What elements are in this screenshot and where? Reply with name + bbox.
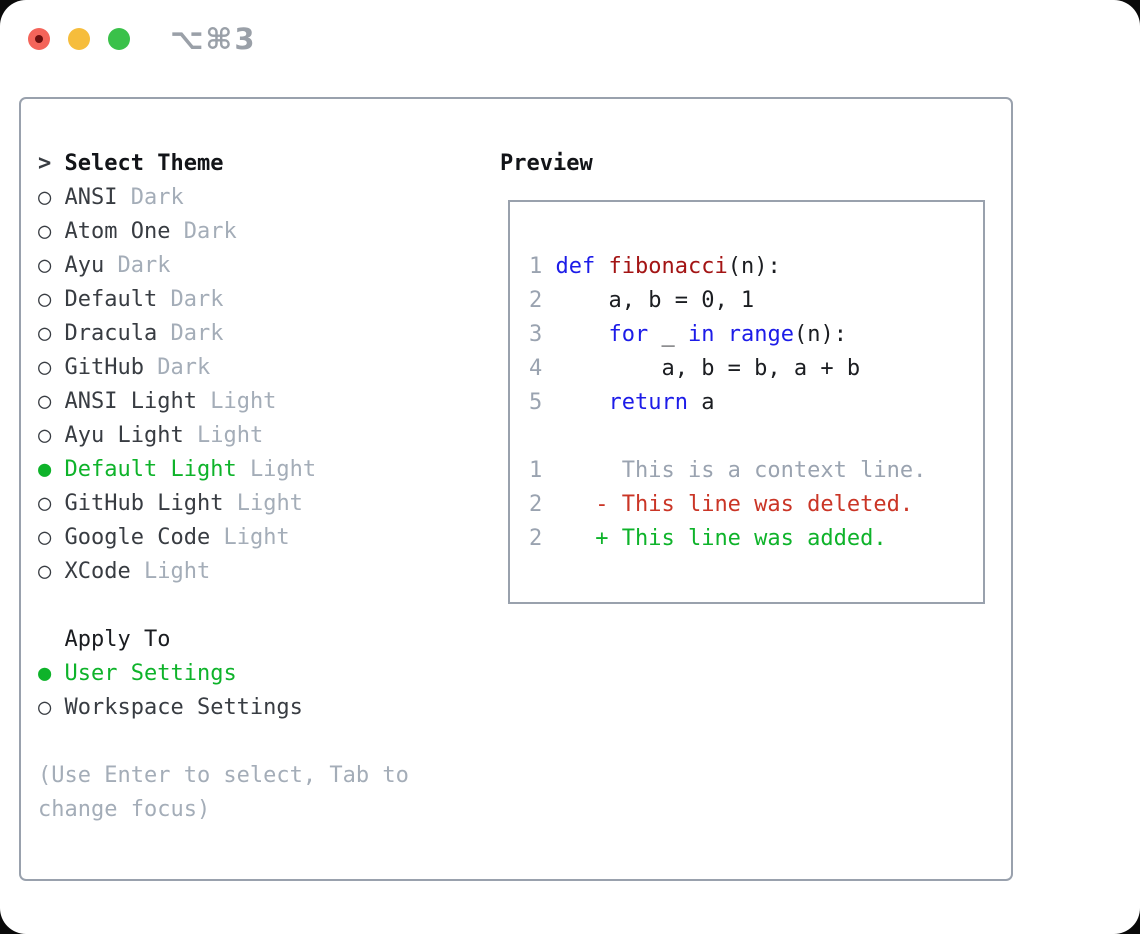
radio-icon: ○ — [38, 559, 52, 584]
theme-name: Dracula — [64, 321, 158, 346]
line-number: 2 — [529, 526, 556, 551]
close-button-dot-icon — [35, 35, 43, 43]
apply-to-name: Workspace Settings — [64, 695, 303, 720]
theme-variant-tag: Dark — [183, 219, 237, 244]
theme-option[interactable]: ○ GitHub Light Light — [38, 487, 409, 521]
preview-title: Preview — [500, 151, 593, 176]
theme-list-title: Select Theme — [64, 151, 224, 176]
theme-name: Ayu — [64, 253, 105, 278]
theme-option[interactable]: ○ ANSI Light Light — [38, 385, 409, 419]
code-preview-box: 1 def fibonacci(n): 2 a, b = 0, 1 3 for _ … — [508, 200, 985, 604]
radio-icon: ○ — [38, 321, 52, 346]
apply-to-options-list: ● User Settings○ Workspace Settings — [38, 657, 409, 725]
preview-line: 2 + This line was added. — [529, 526, 887, 551]
radio-icon: ○ — [38, 253, 52, 278]
theme-option[interactable]: ○ Atom One Dark — [38, 215, 409, 249]
preview-line: 1 This is a context line. — [529, 458, 927, 483]
line-number: 2 — [529, 492, 556, 517]
theme-option[interactable]: ○ Google Code Light — [38, 521, 409, 555]
line-number: 1 — [529, 458, 556, 483]
theme-variant-tag: Light — [236, 491, 303, 516]
radio-icon: ○ — [38, 389, 52, 414]
theme-option[interactable]: ○ Ayu Light Light — [38, 419, 409, 453]
theme-option[interactable]: ○ Ayu Dark — [38, 249, 409, 283]
radio-icon: ○ — [38, 185, 52, 210]
theme-options-list: ○ ANSI Dark○ Atom One Dark○ Ayu Dark○ De… — [38, 181, 409, 589]
cursor-icon: > — [38, 151, 52, 176]
radio-icon: ○ — [38, 525, 52, 550]
radio-icon: ○ — [38, 423, 52, 448]
close-button[interactable] — [28, 28, 50, 50]
theme-option[interactable]: ○ ANSI Dark — [38, 181, 409, 215]
preview-line: 2 a, b = 0, 1 — [529, 288, 755, 313]
preview-line — [529, 420, 983, 454]
theme-variant-tag: Dark — [117, 253, 171, 278]
preview-line: 3 for _ in range(n): — [529, 322, 847, 347]
theme-option[interactable]: ● Default Light Light — [38, 453, 409, 487]
line-number: 5 — [529, 390, 556, 415]
preview-line: 5 return a — [529, 390, 715, 415]
theme-variant-tag: Light — [223, 525, 290, 550]
theme-name: Google Code — [64, 525, 211, 550]
theme-name: XCode — [64, 559, 131, 584]
apply-to-title: Apply To — [64, 627, 171, 652]
minimize-button[interactable] — [68, 28, 90, 50]
theme-name: GitHub — [64, 355, 144, 380]
theme-name: Atom One — [64, 219, 171, 244]
theme-variant-tag: Dark — [170, 321, 224, 346]
theme-name: ANSI — [64, 185, 118, 210]
theme-variant-tag: Light — [210, 389, 277, 414]
theme-variant-tag: Light — [143, 559, 211, 584]
line-number: 1 — [529, 254, 556, 279]
radio-icon: ○ — [38, 491, 52, 516]
theme-option[interactable]: ○ GitHub Dark — [38, 351, 409, 385]
radio-selected-icon: ● — [38, 457, 52, 482]
preview-line: 1 def fibonacci(n): — [529, 254, 781, 279]
theme-variant-tag: Light — [249, 457, 317, 482]
maximize-button[interactable] — [108, 28, 130, 50]
theme-selector-panel: > Select Theme ○ ANSI Dark○ Atom One Dar… — [19, 97, 1013, 881]
theme-option[interactable]: ○ XCode Light — [38, 555, 409, 589]
theme-option[interactable]: ○ Dracula Dark — [38, 317, 409, 351]
theme-name: GitHub Light — [64, 491, 224, 516]
apply-to-name: User Settings — [64, 661, 237, 686]
radio-icon: ○ — [38, 219, 52, 244]
line-number: 3 — [529, 322, 556, 347]
theme-name: ANSI Light — [64, 389, 197, 414]
apply-to-option[interactable]: ● User Settings — [38, 657, 409, 691]
line-number: 4 — [529, 356, 556, 381]
theme-variant-tag: Dark — [157, 355, 211, 380]
apply-to-option[interactable]: ○ Workspace Settings — [38, 691, 409, 725]
preview-line: 2 - This line was deleted. — [529, 492, 914, 517]
theme-name: Default Light — [64, 457, 237, 482]
apply-to-header: Apply To — [38, 623, 409, 657]
radio-icon: ○ — [38, 287, 52, 312]
theme-variant-tag: Dark — [170, 287, 224, 312]
hint-line: change focus) — [38, 797, 211, 822]
radio-icon: ○ — [38, 355, 52, 380]
theme-variant-tag: Light — [196, 423, 264, 448]
theme-list-header: > Select Theme — [38, 147, 409, 181]
theme-name: Ayu Light — [64, 423, 184, 448]
titlebar: ⌥⌘3 — [28, 22, 257, 56]
radio-icon: ○ — [38, 695, 52, 720]
theme-name: Default — [64, 287, 158, 312]
window-title: ⌥⌘3 — [170, 22, 257, 56]
theme-variant-tag: Dark — [130, 185, 184, 210]
hint-line: (Use Enter to select, Tab to — [38, 763, 409, 788]
hint-text: (Use Enter to select, Tab to change focu… — [38, 759, 409, 827]
line-number: 2 — [529, 288, 556, 313]
theme-list-section: > Select Theme ○ ANSI Dark○ Atom One Dar… — [38, 147, 409, 827]
preview-section: Preview 1 def fibonacci(n): 2 a, b = 0, 1… — [500, 147, 985, 604]
apply-to-indent — [38, 627, 51, 652]
preview-line: 4 a, b = b, a + b — [529, 356, 861, 381]
radio-selected-icon: ● — [38, 661, 52, 686]
theme-option[interactable]: ○ Default Dark — [38, 283, 409, 317]
